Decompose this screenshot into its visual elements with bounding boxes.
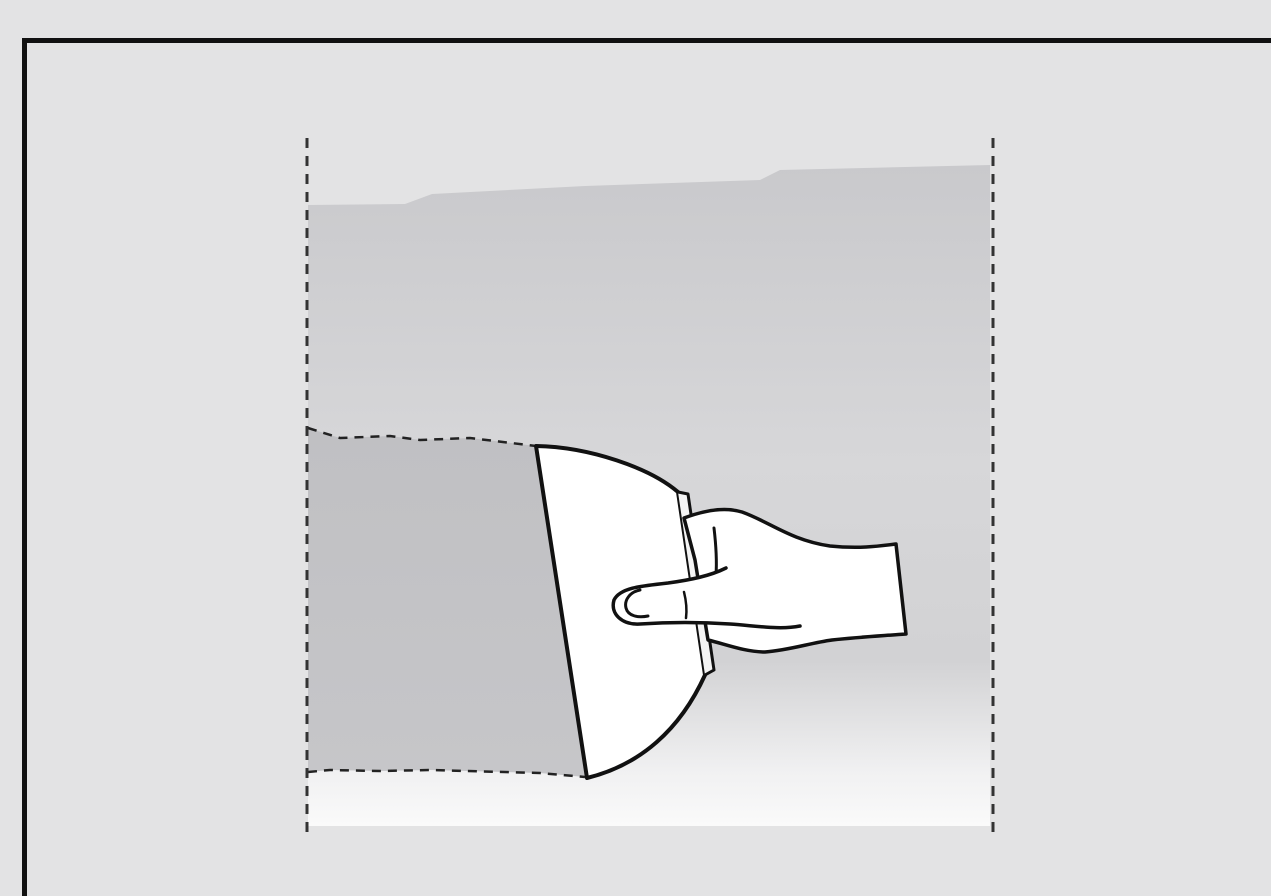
- diagram-page: [0, 0, 1271, 896]
- wallpaper-scraping-illustration: [0, 0, 1271, 896]
